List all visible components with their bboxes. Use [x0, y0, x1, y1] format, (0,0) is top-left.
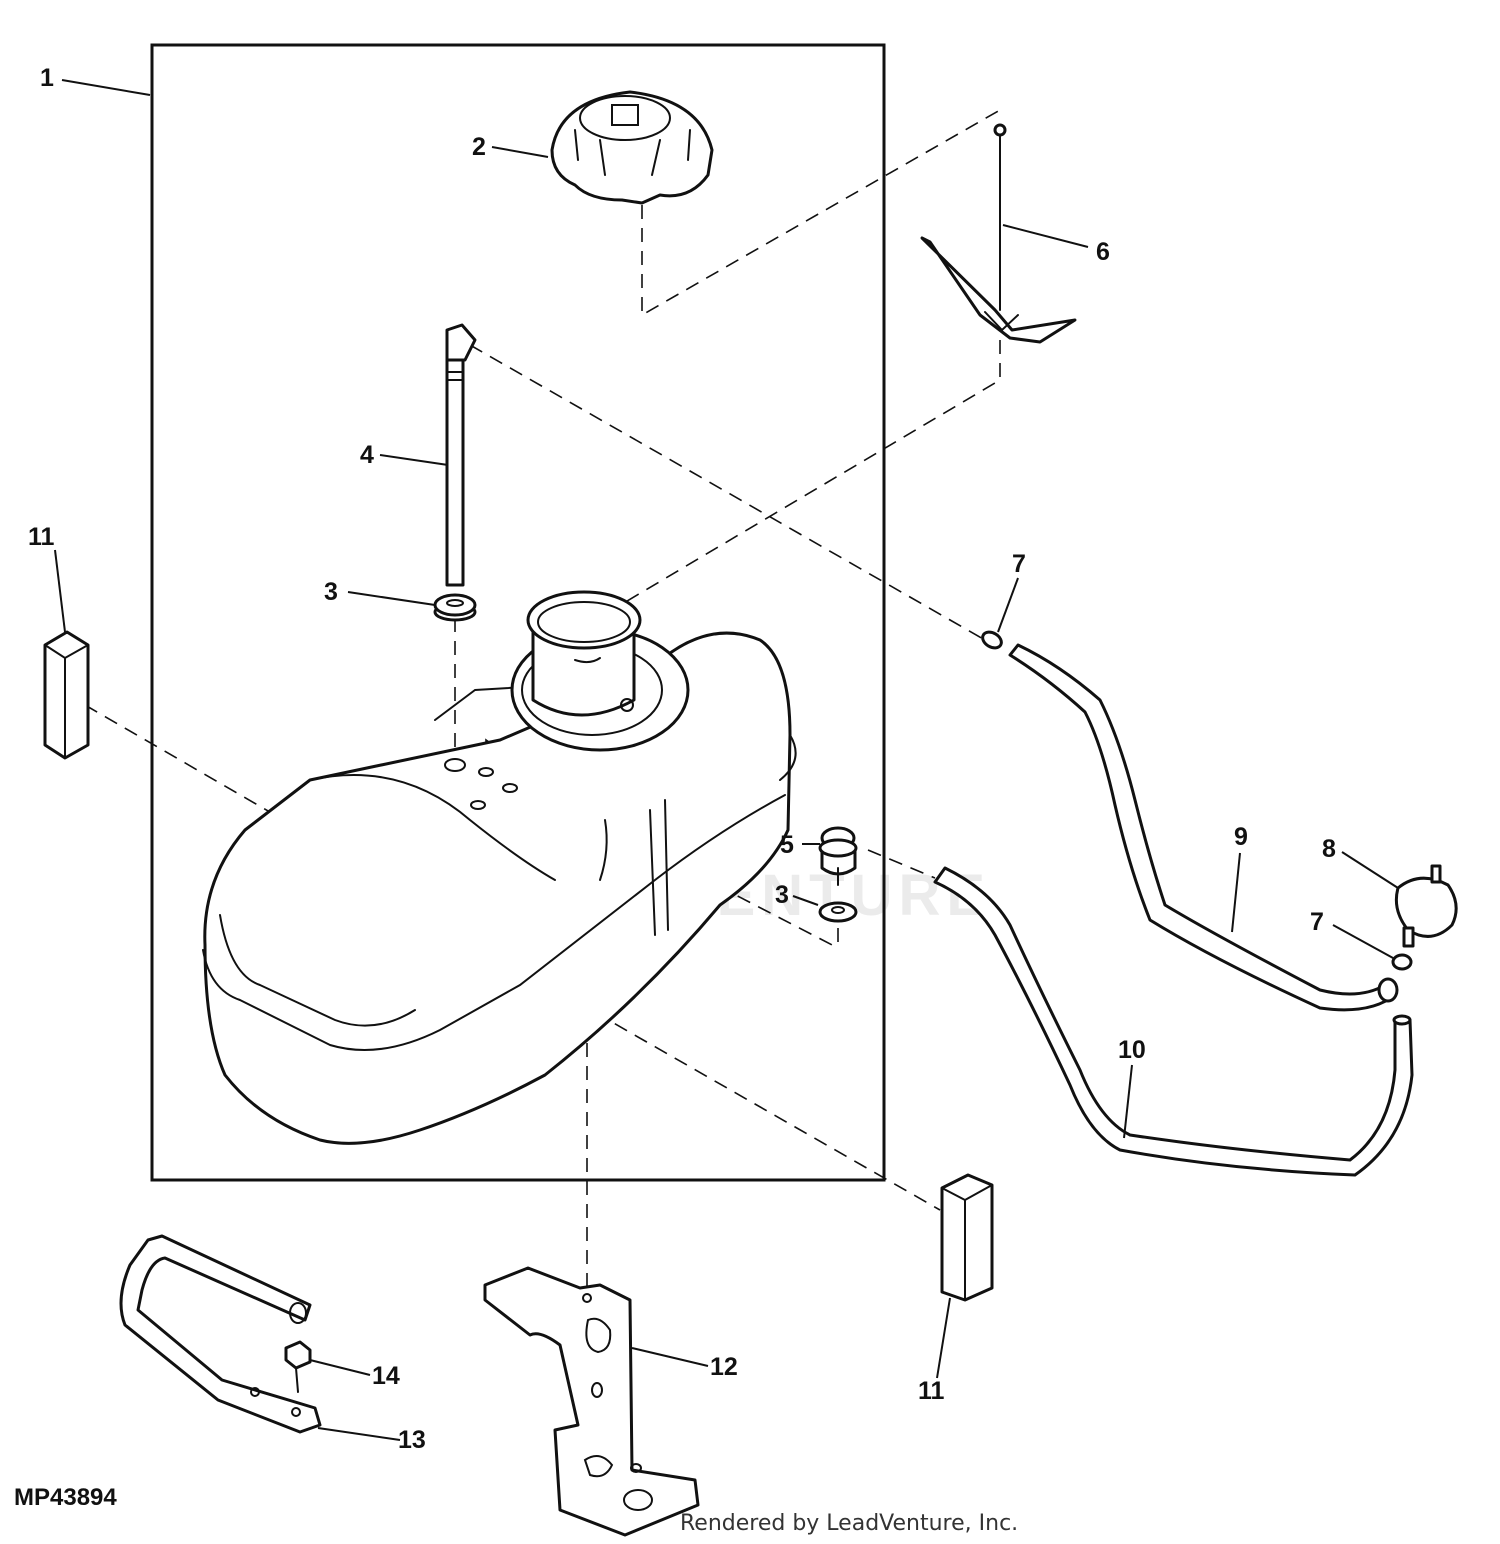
- drawing-id: MP43894: [14, 1484, 117, 1511]
- callout-labels: 1 2 3 3 4 5 6 7 7 8 9 10 11 11 12 13 14: [28, 64, 1336, 1454]
- hose-clamp-lower: [1391, 953, 1413, 971]
- support-handle: [119, 1234, 322, 1434]
- callout-1: 1: [40, 64, 54, 92]
- hose-clamp-upper: [981, 630, 1003, 650]
- callout-7: 7: [1310, 908, 1324, 936]
- callout-10: 10: [1118, 1036, 1146, 1064]
- callout-6: 6: [1096, 238, 1110, 266]
- callout-9: 9: [1234, 823, 1248, 851]
- mounting-pad-left: [43, 630, 90, 760]
- callout-11: 11: [918, 1377, 945, 1405]
- fuel-tank: [202, 590, 797, 1145]
- leader-lines: [54, 79, 1399, 1441]
- credit-text: Rendered by LeadVenture, Inc.: [680, 1511, 1018, 1536]
- grommet-bottom: [818, 901, 858, 923]
- callout-7: 7: [1012, 550, 1026, 578]
- tank-mounting-bracket: [483, 1266, 700, 1537]
- fuel-tank-assembly-box: [150, 43, 886, 1182]
- mounting-pad-right: [940, 1173, 994, 1302]
- elbow-fitting: [818, 826, 858, 886]
- fuel-gauge-float: [920, 123, 1077, 344]
- callout-13: 13: [398, 1426, 426, 1454]
- callout-12: 12: [710, 1353, 738, 1381]
- callout-3: 3: [324, 578, 338, 606]
- callout-8: 8: [1322, 835, 1336, 863]
- callout-4: 4: [360, 441, 374, 469]
- grommet-top: [433, 593, 477, 622]
- callout-5: 5: [780, 831, 794, 859]
- fuel-pickup-tube: [445, 323, 477, 587]
- fuel-filter: [1394, 864, 1458, 948]
- callout-2: 2: [472, 133, 486, 161]
- fuel-cap: [550, 90, 714, 205]
- callout-14: 14: [372, 1362, 400, 1390]
- screw: [284, 1340, 312, 1393]
- callout-3: 3: [775, 881, 789, 909]
- fuel-line: [1008, 643, 1399, 1012]
- callout-11: 11: [28, 523, 55, 551]
- fuel-line-return: [933, 866, 1414, 1177]
